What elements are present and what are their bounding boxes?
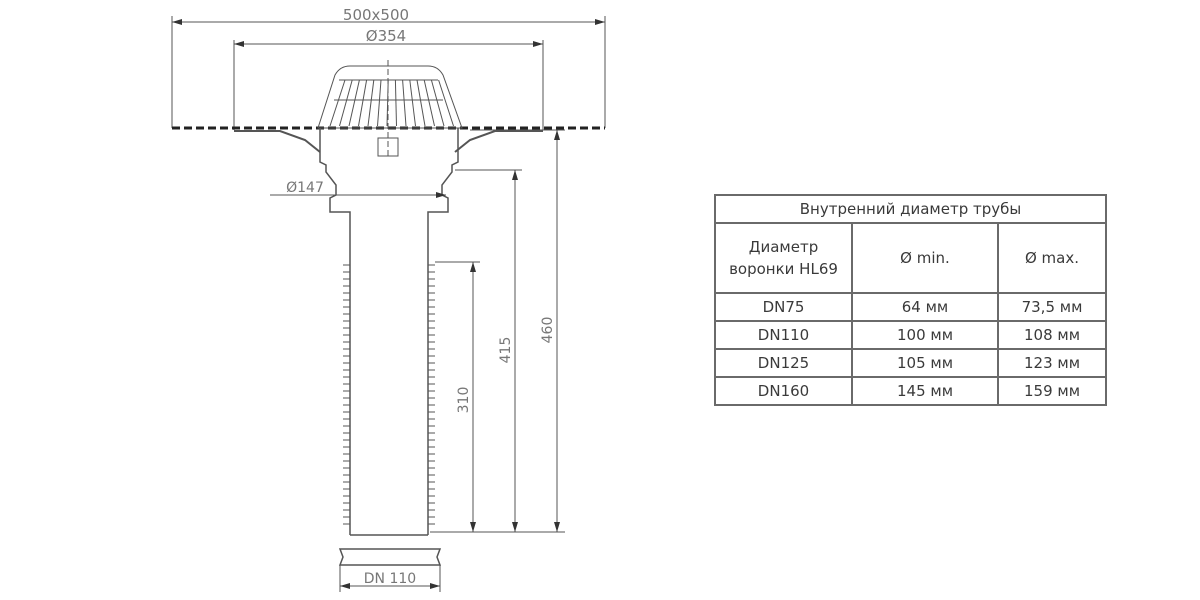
- dimension-310-label: 310: [456, 387, 472, 414]
- cell-min: 100 мм: [851, 320, 999, 350]
- header-min: Ø min.: [851, 222, 999, 294]
- grate-rib: [416, 79, 426, 127]
- cell-max: 73,5 мм: [997, 292, 1107, 322]
- cell-min: 64 мм: [851, 292, 999, 322]
- grate-rib: [358, 79, 368, 127]
- cell-max: 159 мм: [997, 376, 1107, 406]
- dimension-415-label: 415: [498, 337, 514, 364]
- grate-rib: [329, 79, 346, 127]
- dimension-flange-label: Ø354: [366, 27, 406, 45]
- gravel-guard-dome: [317, 60, 463, 158]
- cell-min: 105 мм: [851, 348, 999, 378]
- dimension-outlet: Ø147: [270, 180, 446, 198]
- dimension-310: 310: [435, 261, 480, 532]
- header-max: Ø max.: [997, 222, 1107, 294]
- pipe-section: DN 110: [338, 548, 442, 592]
- grate-rib: [423, 79, 435, 127]
- grate-rib: [377, 79, 382, 127]
- dimension-outlet-label: Ø147: [286, 180, 324, 196]
- dimension-flange: Ø354: [233, 27, 544, 130]
- dimension-overall-label: 500x500: [343, 6, 409, 24]
- grate-rib: [430, 79, 445, 127]
- grate-rib: [402, 79, 407, 127]
- grate-rib: [394, 79, 397, 127]
- pipe-diameter-table: Внутренний диаметр трубы Диаметр воронки…: [714, 194, 1107, 406]
- grate-rib: [386, 79, 389, 127]
- grate-rib: [438, 79, 454, 127]
- grate-rib: [339, 79, 353, 127]
- cell-max: 123 мм: [997, 348, 1107, 378]
- grate-rib: [409, 79, 416, 127]
- central-stem: [377, 137, 399, 157]
- cell-max: 108 мм: [997, 320, 1107, 350]
- dimension-460-label: 460: [540, 317, 556, 344]
- cell-dn: DN160: [714, 376, 853, 406]
- cell-dn: DN75: [714, 292, 853, 322]
- drain-body: [319, 128, 459, 536]
- table-title: Внутренний диаметр трубы: [714, 194, 1107, 224]
- dimension-415: 415: [455, 169, 522, 532]
- pipe-ribs: [343, 264, 435, 525]
- cell-min: 145 мм: [851, 376, 999, 406]
- grate-rib: [367, 79, 375, 127]
- dimension-overall: 500x500: [171, 6, 606, 128]
- grate-rib: [348, 79, 360, 127]
- flange: [234, 130, 543, 153]
- dimension-460: 460: [430, 129, 565, 533]
- dimension-pipe-label: DN 110: [364, 571, 416, 587]
- header-funnel-diameter: Диаметр воронки HL69: [714, 222, 853, 294]
- roof-drain-drawing: 500x500 Ø354 Ø147 460 415 310: [171, 6, 606, 592]
- cell-dn: DN125: [714, 348, 853, 378]
- cell-dn: DN110: [714, 320, 853, 350]
